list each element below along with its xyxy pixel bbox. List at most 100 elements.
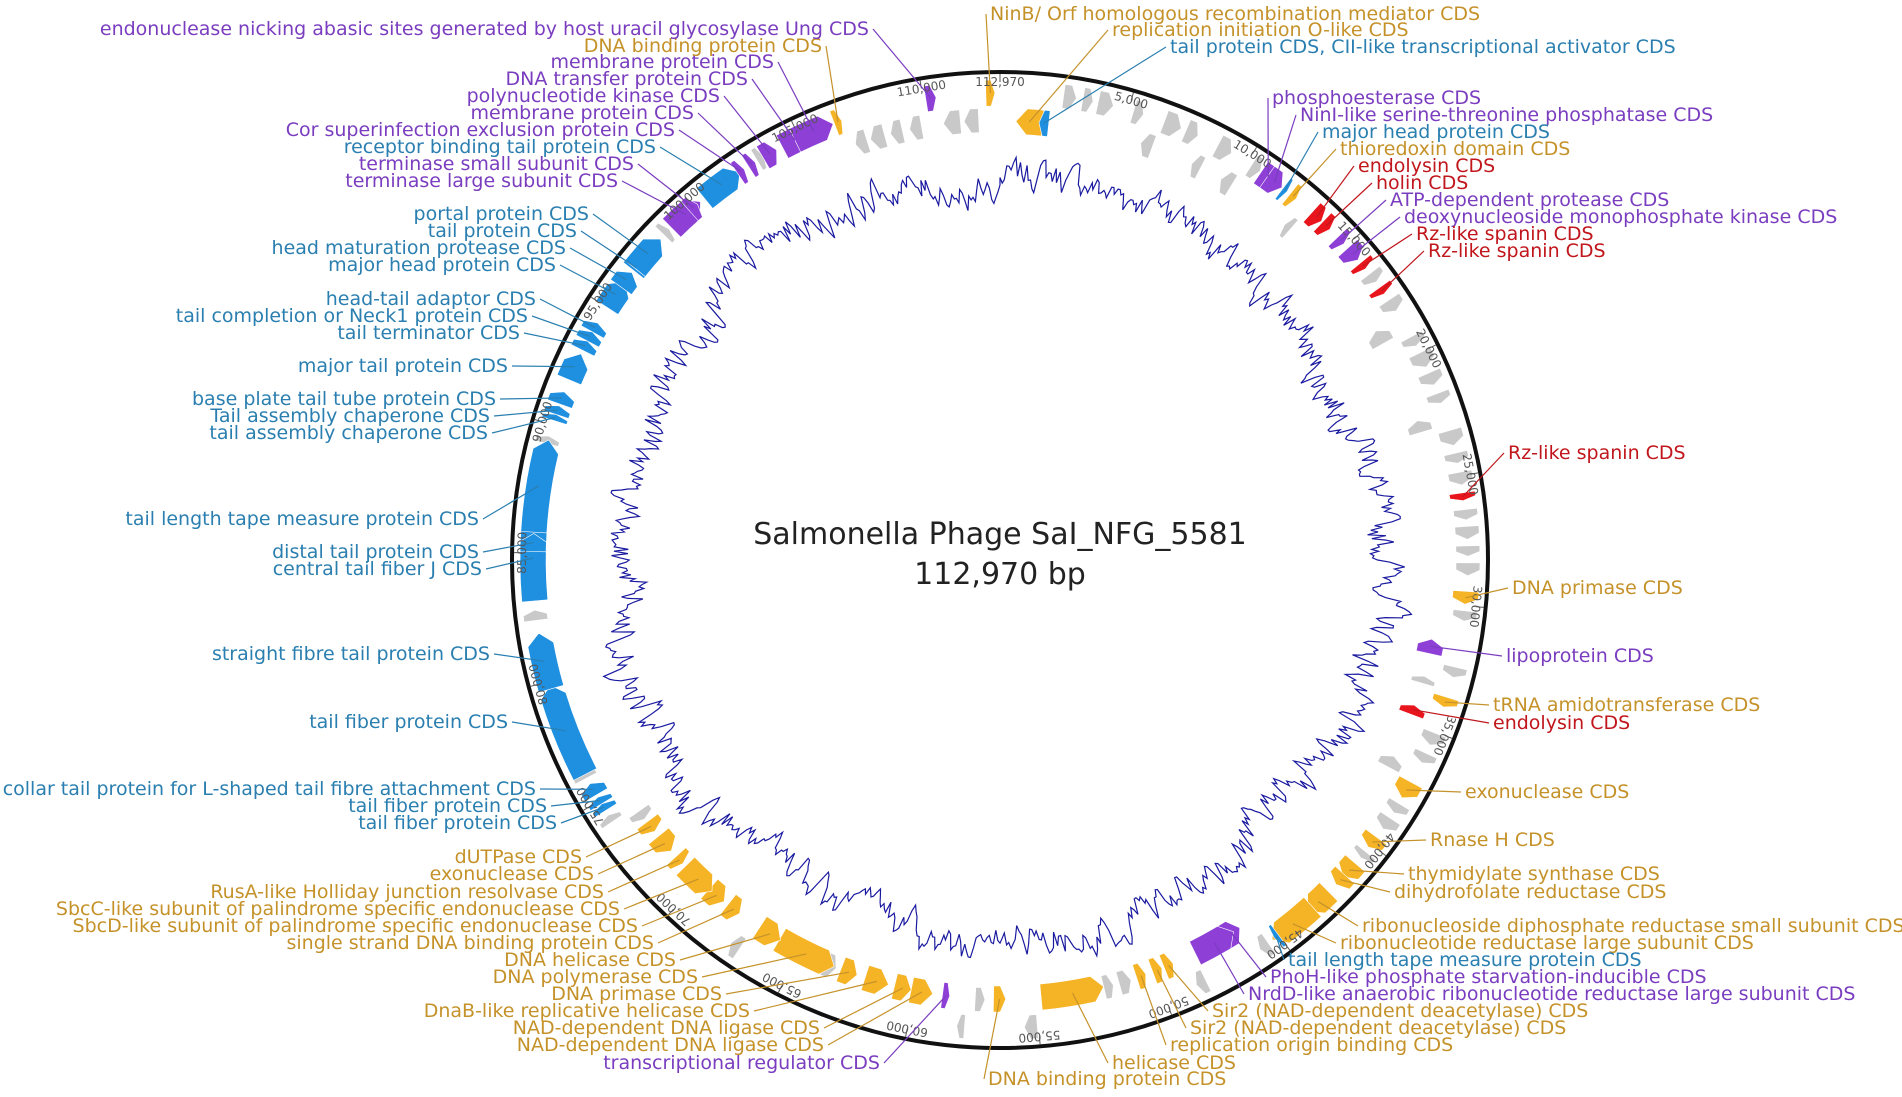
- scale-tick-mark: [530, 683, 539, 687]
- feature-label: straight fibre tail protein CDS: [212, 643, 490, 665]
- label-leader-line: [511, 365, 575, 368]
- hypothetical-gene-arrow: [1115, 969, 1132, 996]
- feature-label: dihydrofolate reductase CDS: [1394, 881, 1666, 903]
- gc-content-trace: [602, 155, 1413, 959]
- feature-label: deoxynucleoside monophosphate kinase CDS: [1404, 206, 1837, 228]
- hypothetical-gene-arrow: [1455, 545, 1481, 557]
- hypothetical-gene-arrow: [963, 108, 980, 134]
- single-strand-dna-binding-protein-cds-arrow: [719, 893, 743, 921]
- label-leader-line: [1406, 789, 1462, 793]
- genome-title: Salmonella Phage SaI_NFG_5581: [753, 517, 1247, 552]
- hypothetical-gene-arrow: [1195, 969, 1212, 995]
- feature-label: DNA binding protein CDS: [988, 1068, 1226, 1090]
- label-leader-line: [1292, 923, 1337, 944]
- label-leader-line: [1325, 182, 1373, 227]
- feature-label: SbcD-like subunit of palindrome specific…: [73, 915, 638, 937]
- hypothetical-gene-arrow: [1368, 330, 1394, 350]
- feature-label: ATP-dependent protease CDS: [1390, 189, 1669, 211]
- feature-label: dUTPase CDS: [455, 846, 582, 868]
- label-leader-line: [607, 859, 680, 893]
- feature-label: portal protein CDS: [414, 203, 589, 225]
- feature-label: tail protein CDS: [428, 220, 577, 242]
- feature-label: major head protein CDS: [328, 254, 556, 276]
- feature-label: helicase CDS: [1112, 1052, 1236, 1074]
- hypothetical-gene-arrow: [1189, 154, 1207, 180]
- label-leader-line: [1168, 964, 1209, 1012]
- scale-tick-mark: [590, 296, 599, 302]
- hypothetical-gene-arrow: [1420, 728, 1447, 746]
- feature-label: tail fiber protein CDS: [309, 711, 508, 733]
- feature-label: major tail protein CDS: [298, 355, 508, 377]
- hypothetical-gene-arrow: [1452, 609, 1478, 622]
- hypothetical-gene-arrow: [1408, 347, 1435, 368]
- feature-label: tail terminator CDS: [337, 322, 520, 344]
- label-leader-line: [637, 163, 694, 209]
- feature-label: transcriptional regulator CDS: [603, 1052, 880, 1074]
- hypothetical-gene-arrow: [1360, 265, 1384, 286]
- feature-label: DNA polymerase CDS: [493, 966, 698, 988]
- hypothetical-gene-arrow: [1410, 675, 1436, 688]
- label-leader-line: [723, 95, 771, 155]
- label-leader-line: [482, 541, 534, 553]
- endolysin-cds-arrow: [1398, 704, 1426, 720]
- hypothetical-gene-arrow: [628, 803, 653, 823]
- hypothetical-gene-arrow: [870, 123, 889, 150]
- label-leader-line: [1230, 932, 1267, 978]
- hypothetical-gene-arrow: [1454, 525, 1480, 540]
- hypothetical-gene-arrow: [855, 128, 872, 155]
- tail-assembly-chaperone-cds-arrow: [543, 405, 571, 419]
- feature-label: endolysin CDS: [1358, 155, 1495, 177]
- feature-label: Rz-like spanin CDS: [1416, 223, 1594, 245]
- nad-dependent-dna-ligase-cds-arrow: [890, 973, 912, 1002]
- feature-label: Rnase H CDS: [1430, 829, 1555, 851]
- feature-label: NinB/ Orf homologous recombination media…: [990, 3, 1480, 25]
- hypothetical-gene-arrow: [1455, 562, 1481, 577]
- rz-like-spanin-cds-arrow: [1349, 254, 1374, 275]
- hypothetical-gene-arrow: [1278, 217, 1299, 239]
- hypothetical-gene-arrow: [522, 609, 549, 623]
- lipoprotein-cds-arrow: [1415, 638, 1444, 657]
- label-leader-line: [1028, 29, 1109, 123]
- hypothetical-gene-arrow: [750, 147, 768, 171]
- scale-tick-mark: [1353, 233, 1361, 240]
- scale-tick-mark: [791, 120, 796, 129]
- trna-amidotransferase-cds-arrow: [1431, 692, 1460, 708]
- label-leader-line: [592, 213, 649, 254]
- genome-length: 112,970 bp: [914, 557, 1086, 592]
- label-leader-line: [560, 806, 604, 824]
- holin-cds-arrow: [1312, 212, 1336, 236]
- hypothetical-gene-arrow: [654, 222, 676, 244]
- hypothetical-gene-arrow: [1376, 811, 1401, 832]
- gene-layer: [519, 79, 1481, 1040]
- hypothetical-gene-arrow: [599, 811, 623, 830]
- scale-tick-mark: [1444, 734, 1453, 739]
- label-leader-line: [823, 987, 904, 1029]
- feature-label: tail fiber protein CDS: [348, 795, 547, 817]
- hypothetical-gene-arrow: [1447, 469, 1474, 486]
- ninb-orf-homologous-recombination-mediator-cds-arrow: [985, 79, 996, 107]
- portal-protein-cds-arrow: [624, 238, 663, 277]
- hypothetical-gene-arrow: [1377, 755, 1403, 774]
- exonuclease-cds-arrow: [648, 827, 676, 854]
- feature-label: terminase large subunit CDS: [345, 170, 618, 192]
- hypothetical-gene-arrow: [1180, 119, 1199, 145]
- label-leader-line: [493, 409, 558, 417]
- hypothetical-gene-arrow: [909, 114, 925, 141]
- feature-label: NAD-dependent DNA ligase CDS: [513, 1017, 820, 1039]
- label-leader-line: [491, 416, 556, 434]
- feature-label: membrane protein CDS: [470, 102, 694, 124]
- dnab-like-replicative-helicase-cds-arrow: [860, 965, 889, 995]
- feature-label: Cor superinfection exclusion protein CDS: [286, 119, 675, 141]
- label-leader-line: [623, 878, 699, 910]
- hypothetical-gene-arrow: [1425, 388, 1451, 404]
- feature-label: central tail fiber J CDS: [273, 558, 482, 580]
- scale-tick-mark: [905, 1028, 908, 1037]
- collar-tail-protein-for-l-shaped-tail-fibre-attachment-cds-arrow: [581, 782, 609, 802]
- feature-label: RusA-like Holliday junction resolvase CD…: [210, 881, 604, 903]
- label-leader-line: [511, 721, 566, 732]
- feature-label: Tail assembly chaperone CDS: [209, 405, 490, 427]
- membrane-protein-cds-arrow: [788, 115, 834, 153]
- label-leader-line: [1043, 46, 1167, 124]
- hypothetical-gene-arrow: [1442, 664, 1468, 678]
